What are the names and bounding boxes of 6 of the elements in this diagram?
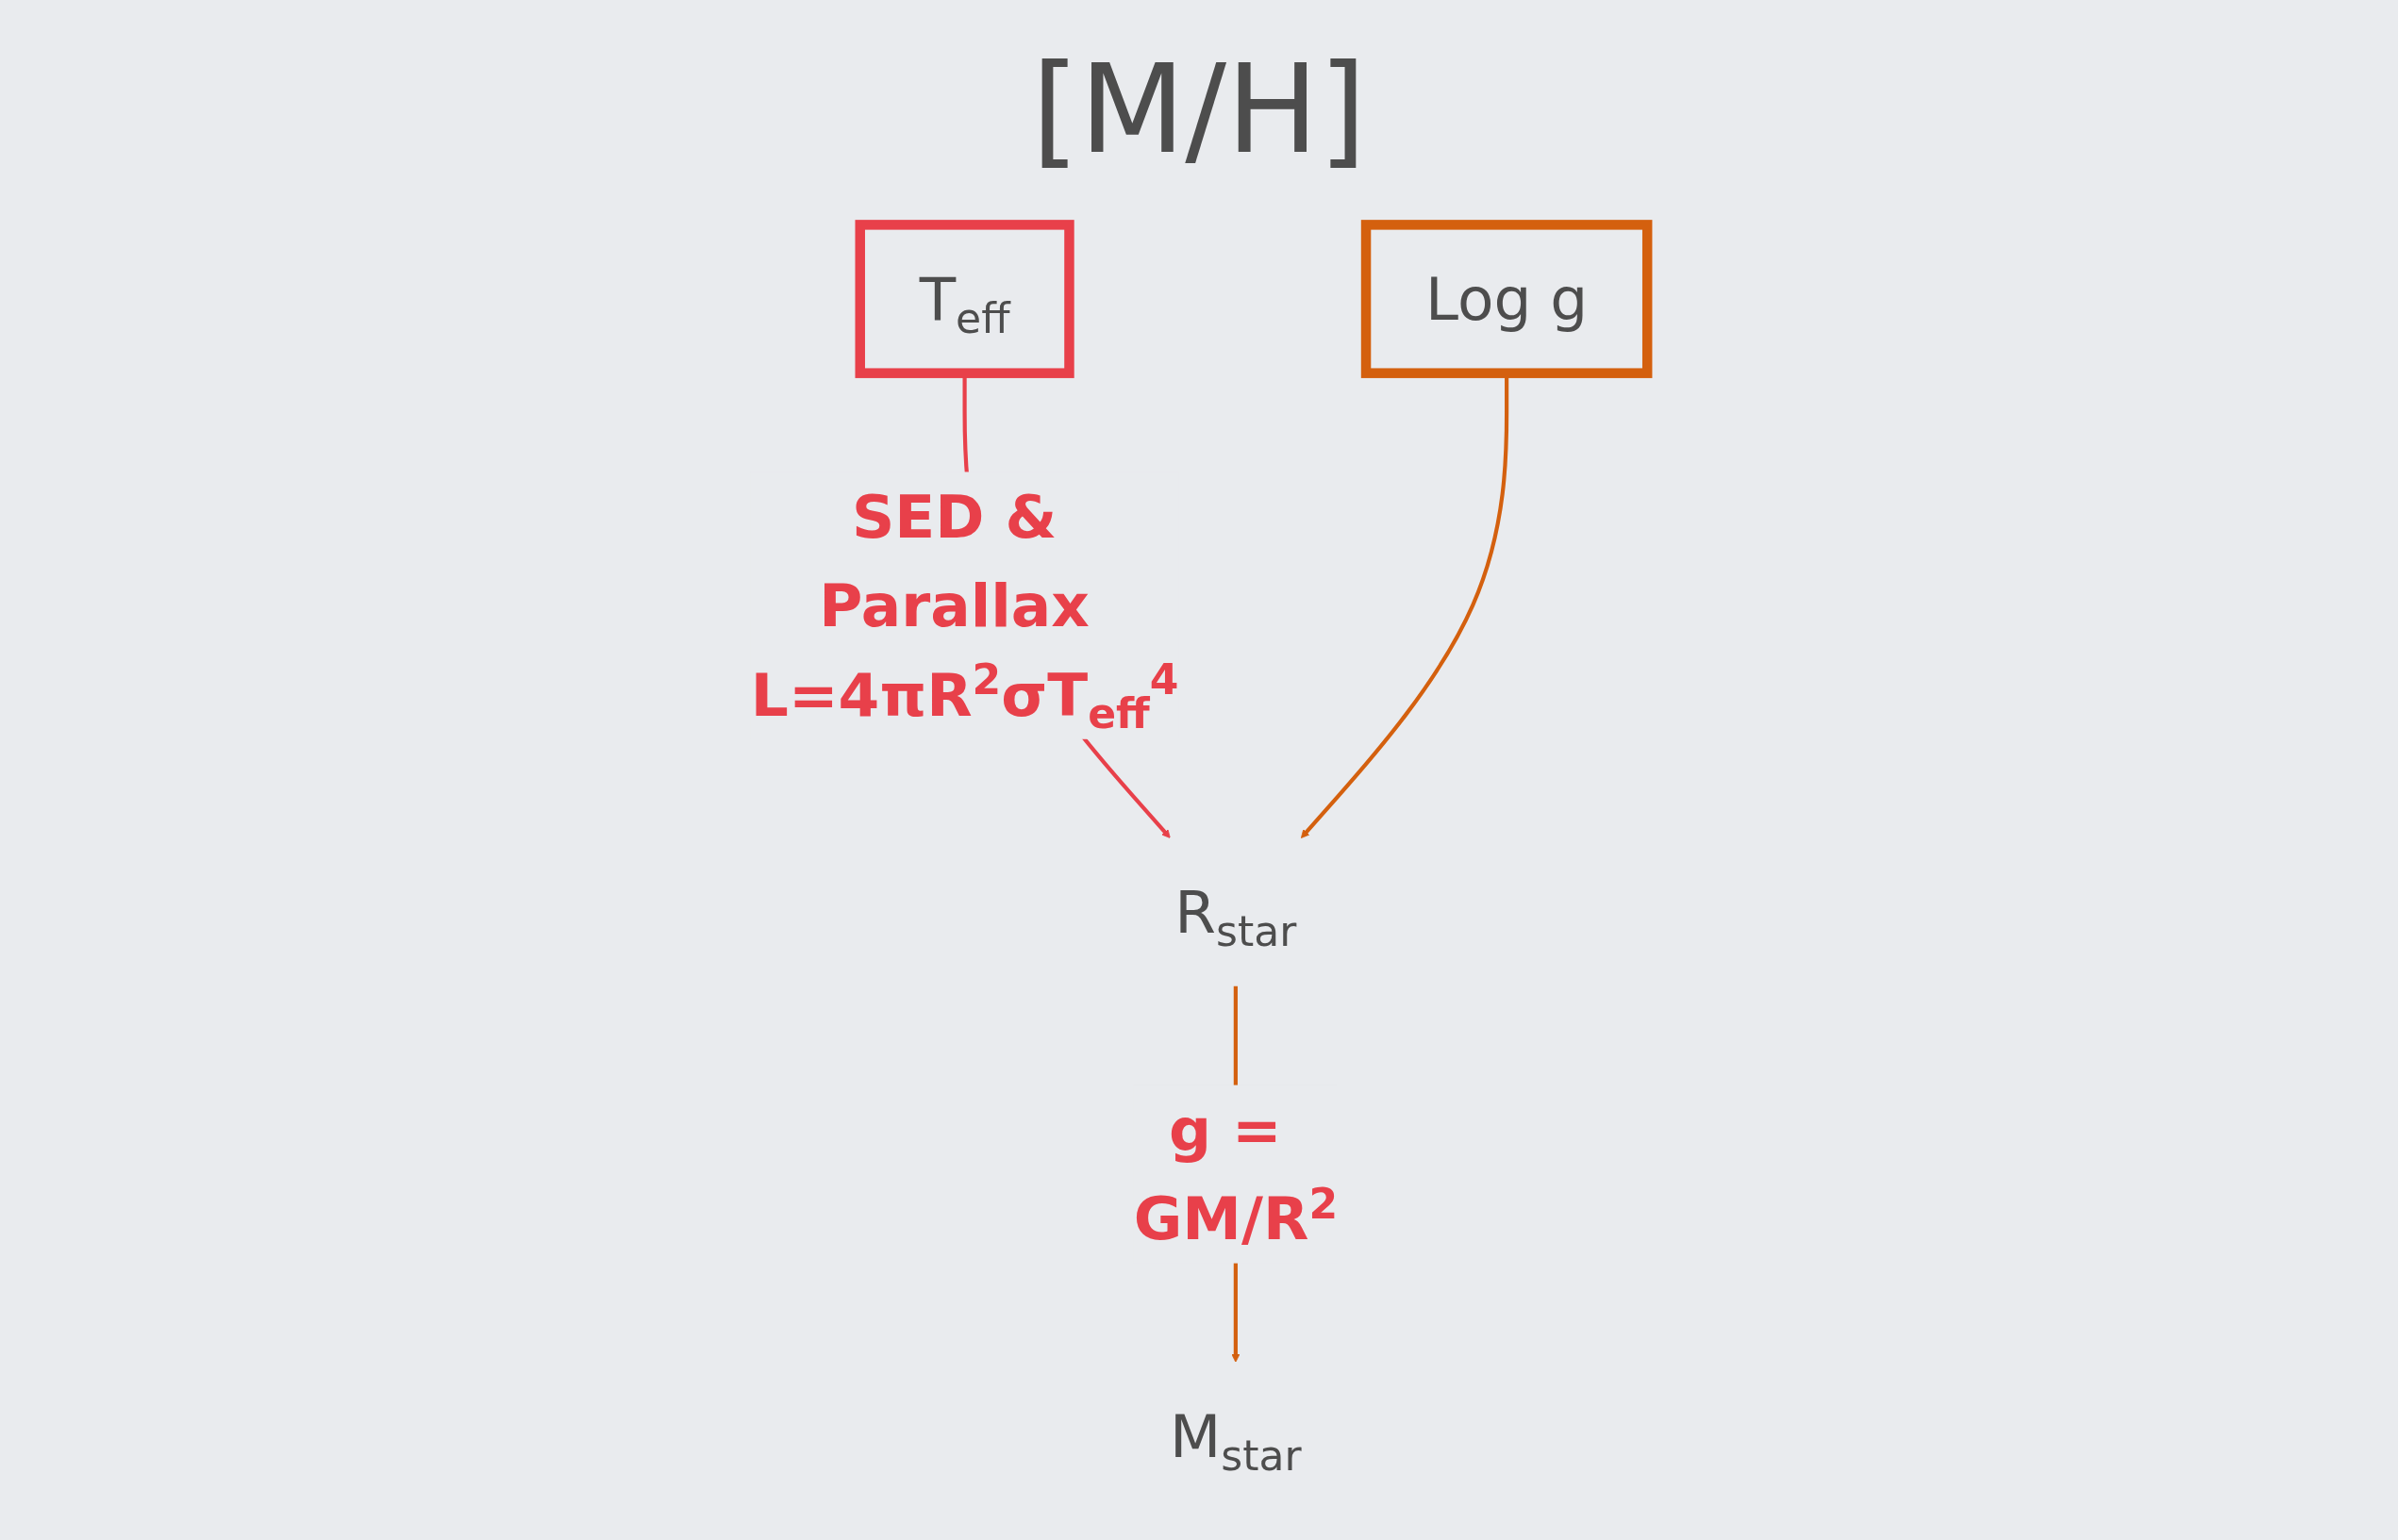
node-box: T$_{eff}$ bbox=[855, 220, 1074, 378]
node-text: M$_{star}$ bbox=[1170, 1401, 1302, 1480]
parameter-label: [M/H] bbox=[1031, 38, 1367, 181]
edge-label: g = GM/R$^{2}$ bbox=[1133, 1095, 1339, 1253]
node-box: Log g bbox=[1360, 220, 1653, 378]
node-text: R$_{star}$ bbox=[1174, 877, 1297, 955]
